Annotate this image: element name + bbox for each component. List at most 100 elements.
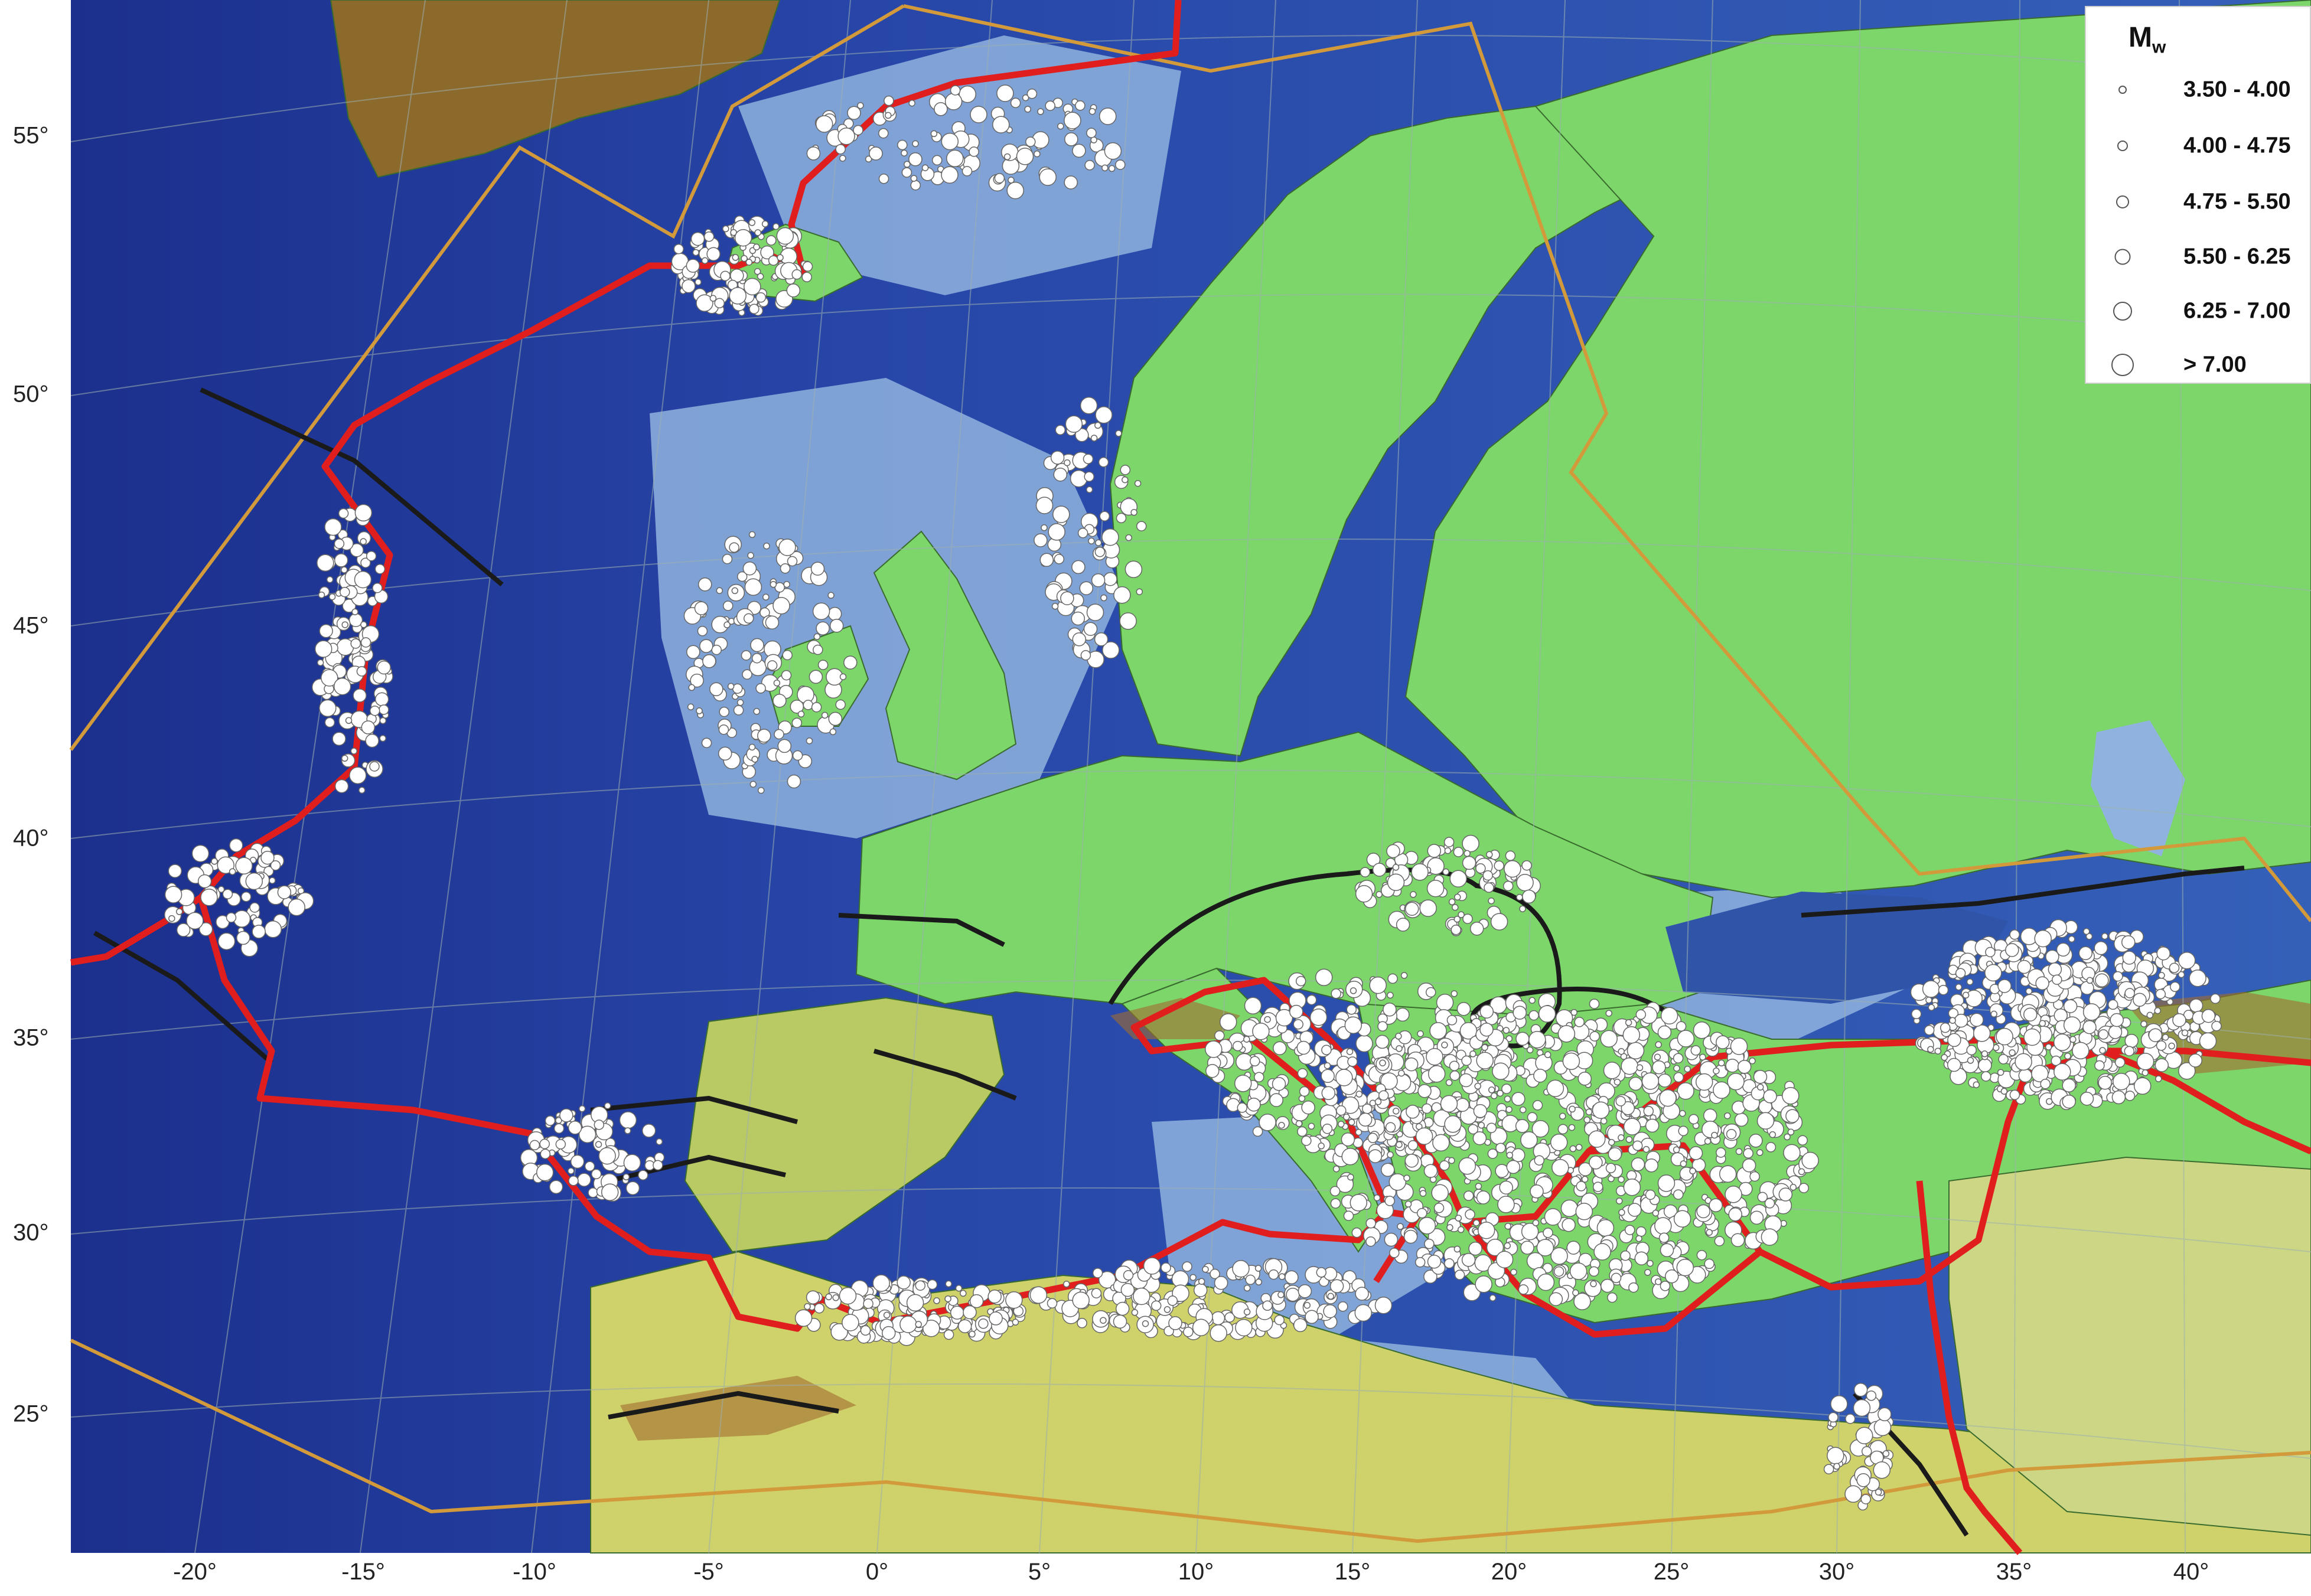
epicenter-marker <box>1079 581 1094 595</box>
latitude-label: 30° <box>13 1219 49 1246</box>
epicenter-marker <box>1716 1147 1726 1158</box>
epicenter-marker <box>1172 1284 1189 1303</box>
epicenter-marker <box>1532 1100 1543 1111</box>
epicenter-marker <box>2035 976 2049 991</box>
epicenter-marker <box>1091 573 1106 588</box>
epicenter-marker <box>2082 1003 2101 1021</box>
epicenter-marker <box>1305 1310 1319 1324</box>
epicenter-marker <box>754 229 761 236</box>
epicenter-marker <box>341 755 348 762</box>
epicenter-marker <box>1244 997 1262 1015</box>
epicenter-marker <box>1122 476 1129 484</box>
epicenter-marker <box>1479 1023 1494 1037</box>
epicenter-marker <box>2023 1028 2041 1046</box>
epicenter-marker <box>806 146 821 161</box>
epicenter-marker <box>778 538 796 556</box>
epicenter-marker <box>1255 1278 1262 1286</box>
epicenter-marker <box>1504 1222 1512 1230</box>
epicenter-marker <box>1728 1207 1742 1222</box>
epicenter-marker <box>1618 1134 1625 1141</box>
epicenter-marker <box>1657 1073 1672 1088</box>
epicenter-marker <box>2018 1068 2033 1083</box>
epicenter-marker <box>1103 572 1117 586</box>
epicenter-marker <box>1041 524 1048 531</box>
epicenter-marker <box>1866 1391 1877 1401</box>
epicenter-marker <box>1570 1008 1577 1016</box>
epicenter-marker <box>1205 1040 1223 1058</box>
epicenter-marker <box>1749 1057 1756 1065</box>
epicenter-marker <box>782 650 793 661</box>
epicenter-marker <box>1490 913 1508 931</box>
epicenter-marker <box>288 898 305 916</box>
epicenter-marker <box>1060 591 1074 605</box>
epicenter-marker <box>1658 1232 1670 1243</box>
epicenter-marker <box>1568 1124 1576 1131</box>
epicenter-marker <box>1378 1090 1389 1101</box>
epicenter-marker <box>732 683 743 694</box>
epicenter-marker <box>1123 1270 1134 1281</box>
epicenter-marker <box>2121 935 2136 949</box>
epicenter-marker <box>1737 1059 1752 1074</box>
epicenter-marker <box>1350 987 1357 994</box>
epicenter-marker <box>1532 1219 1540 1226</box>
epicenter-marker <box>1090 435 1098 442</box>
epicenter-marker <box>757 273 764 280</box>
epicenter-marker <box>957 1319 972 1333</box>
epicenter-marker <box>1047 1298 1058 1308</box>
epicenter-marker <box>897 139 908 151</box>
epicenter-marker <box>1449 870 1467 887</box>
epicenter-marker <box>591 1169 602 1180</box>
epicenter-marker <box>1048 523 1065 541</box>
epicenter-marker <box>1136 521 1147 531</box>
longitude-label: -15° <box>341 1559 385 1585</box>
epicenter-marker <box>1338 1301 1348 1312</box>
epicenter-marker <box>1954 1013 1968 1028</box>
epicenter-marker <box>1645 1118 1660 1133</box>
epicenter-marker <box>699 639 713 653</box>
epicenter-marker <box>1628 1282 1639 1293</box>
epicenter-marker <box>1463 850 1471 857</box>
epicenter-marker <box>806 737 813 745</box>
epicenter-marker <box>1398 1069 1405 1077</box>
circle-icon <box>2117 141 2128 151</box>
epicenter-marker <box>1419 899 1437 917</box>
epicenter-marker <box>1468 1241 1482 1256</box>
epicenter-marker <box>1454 1269 1465 1280</box>
epicenter-marker <box>1095 539 1102 546</box>
epicenter-marker <box>1411 863 1429 881</box>
epicenter-marker <box>1341 1096 1360 1114</box>
epicenter-marker <box>950 85 961 96</box>
epicenter-marker <box>1749 1171 1760 1182</box>
epicenter-marker <box>598 1147 616 1165</box>
epicenter-marker <box>847 106 861 120</box>
epicenter-marker <box>1581 1176 1589 1183</box>
epicenter-marker <box>1505 850 1516 861</box>
epicenter-marker <box>1620 1250 1631 1261</box>
epicenter-marker <box>760 245 774 260</box>
epicenter-marker <box>1355 1091 1363 1098</box>
epicenter-marker <box>1704 1138 1712 1145</box>
epicenter-marker <box>1088 107 1096 115</box>
epicenter-marker <box>2181 1029 2189 1036</box>
epicenter-marker <box>1453 916 1461 923</box>
epicenter-marker <box>813 633 821 641</box>
epicenter-marker <box>1928 1004 1935 1011</box>
epicenter-marker <box>360 538 367 545</box>
epicenter-marker <box>1589 1031 1600 1042</box>
epicenter-marker <box>1998 1054 2009 1065</box>
epicenter-marker <box>1247 1097 1261 1112</box>
epicenter-marker <box>1600 1278 1615 1293</box>
epicenter-marker <box>1355 1128 1363 1136</box>
epicenter-marker <box>1322 1123 1333 1134</box>
epicenter-marker <box>559 1108 573 1122</box>
epicenter-marker <box>1510 1268 1517 1276</box>
epicenter-marker <box>1321 1069 1335 1083</box>
epicenter-marker <box>1034 150 1041 158</box>
epicenter-marker <box>264 921 282 938</box>
epicenter-marker <box>777 254 784 262</box>
epicenter-marker <box>1071 611 1086 626</box>
epicenter-marker <box>1980 1071 1991 1082</box>
legend-item: 4.00 - 4.75 <box>2086 122 2311 169</box>
epicenter-marker <box>1593 1243 1611 1261</box>
epicenter-marker <box>2069 1036 2077 1043</box>
